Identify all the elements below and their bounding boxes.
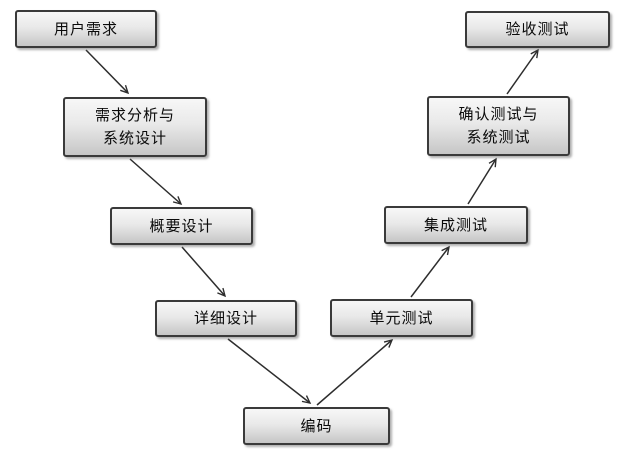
arrow-coding-to-unit-testing (316, 338, 394, 406)
flow-node-user-requirements: 用户需求 (15, 10, 157, 48)
flow-node-label: 用户需求 (53, 19, 118, 38)
flow-node-acceptance-testing: 验收测试 (465, 11, 610, 48)
flow-node-detailed-design: 详细设计 (155, 300, 297, 337)
arrow-confirmation-and-system-testing-to-acceptance-testing (506, 48, 539, 95)
arrow-unit-testing-to-integration-testing (410, 245, 450, 298)
flow-node-label: 详细设计 (193, 309, 258, 327)
arrow-requirement-analysis-and-system-design-to-preliminary-design (129, 158, 183, 206)
flow-node-coding: 编码 (243, 407, 390, 445)
arrow-integration-testing-to-confirmation-and-system-testing (467, 157, 497, 205)
flow-node-integration-testing: 集成测试 (384, 206, 528, 244)
arrow-preliminary-design-to-detailed-design (181, 246, 227, 298)
flow-node-preliminary-design: 概要设计 (110, 207, 253, 245)
flow-node-unit-testing: 单元测试 (330, 299, 473, 337)
arrow-detailed-design-to-coding (227, 338, 312, 404)
arrow-user-requirements-to-requirement-analysis-and-system-design (85, 49, 130, 95)
flow-node-requirement-analysis-and-system-design: 需求分析与 系统设计 (63, 97, 207, 157)
flow-node-label: 确认测试与 系统测试 (458, 105, 539, 146)
flow-node-label: 验收测试 (505, 20, 570, 38)
flow-node-label: 需求分析与 系统设计 (94, 106, 175, 147)
flow-node-label: 集成测试 (423, 215, 488, 234)
flow-node-label: 单元测试 (369, 308, 434, 327)
flow-node-confirmation-and-system-testing: 确认测试与 系统测试 (427, 96, 570, 156)
flow-node-label: 概要设计 (149, 216, 214, 235)
flow-node-label: 编码 (300, 416, 333, 435)
